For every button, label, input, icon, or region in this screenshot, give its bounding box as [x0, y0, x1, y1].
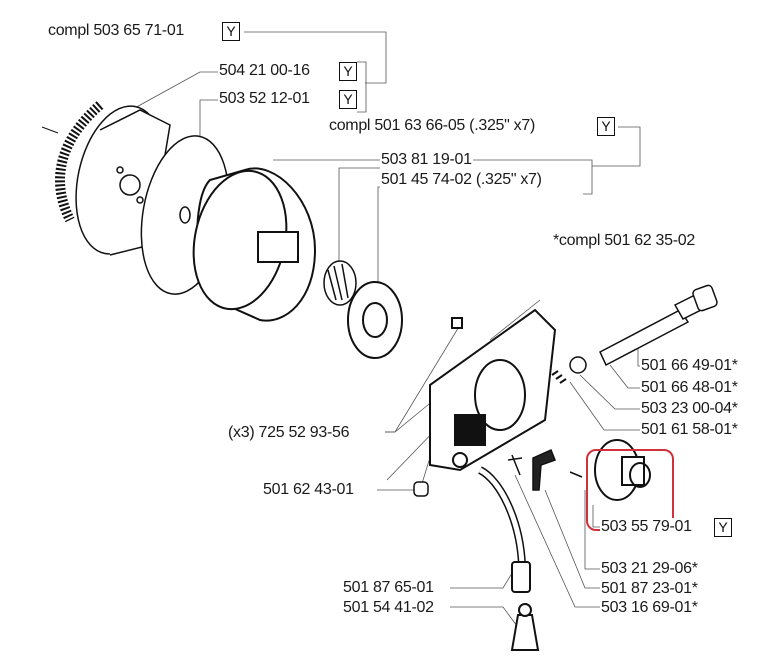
- part-label[interactable]: 501 66 49-01*: [640, 357, 739, 375]
- badge-y: Y: [597, 117, 615, 136]
- part-label[interactable]: 501 61 58-01*: [640, 421, 739, 439]
- part-label-hose[interactable]: 501 87 65-01: [342, 579, 435, 597]
- part-label-washer[interactable]: 503 52 12-01: [218, 90, 311, 108]
- rim-sprocket: [347, 281, 403, 359]
- part-label-highlighted[interactable]: 503 55 79-01: [600, 518, 693, 536]
- part-label[interactable]: 501 66 48-01*: [640, 379, 739, 397]
- pump-shaft: [551, 284, 718, 384]
- badge-y: Y: [339, 62, 357, 81]
- part-label[interactable]: 501 87 23-01*: [600, 580, 699, 598]
- part-label-spring[interactable]: 504 21 00-16: [218, 62, 311, 80]
- badge-y: Y: [339, 90, 357, 109]
- badge-y: Y: [714, 518, 732, 537]
- part-label[interactable]: 503 23 00-04*: [640, 400, 739, 418]
- oil-filter: [510, 603, 540, 651]
- pump-housing: [429, 308, 557, 472]
- small-fasteners: [413, 448, 583, 497]
- part-label-pump-compl[interactable]: *compl 501 62 35-02: [552, 232, 696, 250]
- clutch-drum: [192, 167, 317, 322]
- part-label-clutch-compl[interactable]: compl 503 65 71-01: [47, 22, 186, 40]
- needle-bearing: [323, 260, 357, 306]
- part-label-filter[interactable]: 501 54 41-02: [342, 599, 435, 617]
- part-label[interactable]: 503 16 69-01*: [600, 599, 699, 617]
- part-label-screws[interactable]: (x3) 725 52 93-56: [227, 424, 351, 442]
- adjuster-cap: [594, 439, 651, 501]
- oil-hose: [477, 466, 531, 593]
- leader-lines: [121, 31, 641, 631]
- clutch-spring: [41, 101, 104, 223]
- part-label-nut[interactable]: 501 62 43-01: [262, 481, 355, 499]
- badge-y: Y: [222, 22, 240, 41]
- part-label[interactable]: 503 21 29-06*: [600, 560, 699, 578]
- part-label-rim-sprocket[interactable]: 501 45 74-02 (.325" x7): [380, 171, 543, 189]
- part-label-drum-compl[interactable]: compl 501 63 66-05 (.325" x7): [328, 117, 536, 135]
- part-label-needle-bearing[interactable]: 503 81 19-01: [380, 151, 473, 169]
